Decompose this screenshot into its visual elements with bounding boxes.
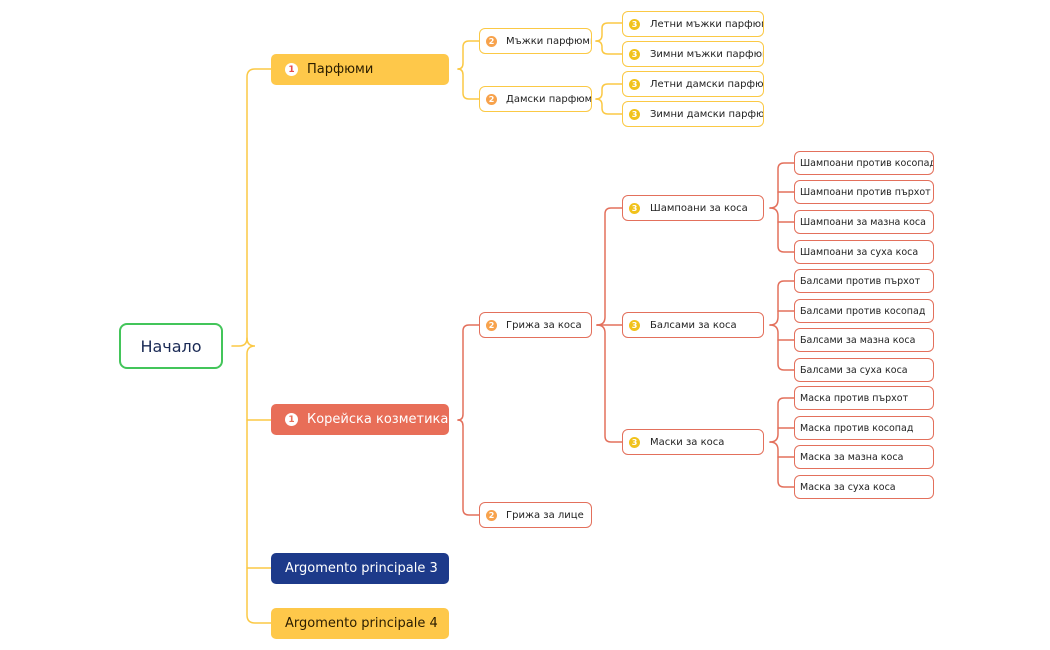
leaf-label: Балсами против пърхот (800, 275, 921, 287)
leaf-balm[interactable]: Балсами против косопад (794, 299, 934, 323)
topic-argomento-3[interactable]: Argomento principale 3 (271, 553, 449, 584)
leaf-mask[interactable]: Маска против косопад (794, 416, 934, 440)
subtopic-label: Балсами за коса (650, 319, 737, 331)
topic-perfumes[interactable]: 1 Парфюми (271, 54, 449, 85)
subtopic-men-perfumes[interactable]: 2 Мъжки парфюми (479, 28, 592, 54)
leaf-label: Шампоани против косопад (800, 157, 934, 169)
leaf-label: Маска за суха коса (800, 481, 896, 493)
item-winter-men-perfumes[interactable]: 3 Зимни мъжки парфюми (622, 41, 764, 67)
leaf-label: Маска за мазна коса (800, 451, 904, 463)
leaf-mask[interactable]: Маска против пърхот (794, 386, 934, 410)
subtopic-label: Грижа за лице (506, 509, 584, 521)
leaf-label: Балсами против косопад (800, 305, 926, 317)
item-summer-women-perfumes[interactable]: 3 Летни дамски парфюми (622, 71, 764, 97)
root-node[interactable]: Начало (119, 323, 223, 369)
priority-3-icon: 3 (629, 48, 640, 60)
root-label: Начало (140, 336, 202, 356)
topic-korean-cosmetics[interactable]: 1 Корейска козметика (271, 404, 449, 435)
subtopic-women-perfumes[interactable]: 2 Дамски парфюми (479, 86, 592, 112)
subtopic-label: Грижа за коса (506, 319, 582, 331)
leaf-shampoo[interactable]: Шампоани за мазна коса (794, 210, 934, 234)
priority-1-icon: 1 (285, 413, 298, 426)
subtopic-hair-care[interactable]: 2 Грижа за коса (479, 312, 592, 338)
subtopic-balms[interactable]: 3 Балсами за коса (622, 312, 764, 338)
item-label: Летни мъжки парфюми (650, 18, 764, 30)
priority-3-icon: 3 (629, 202, 640, 214)
leaf-balm[interactable]: Балсами против пърхот (794, 269, 934, 293)
leaf-balm[interactable]: Балсами за мазна коса (794, 328, 934, 352)
perfumes-bracket (457, 22, 623, 115)
subtopic-face-care[interactable]: 2 Грижа за лице (479, 502, 592, 528)
topic-argomento-4[interactable]: Argomento principale 4 (271, 608, 449, 639)
topic-label: Argomento principale 4 (285, 616, 438, 631)
leaf-label: Балсами за мазна коса (800, 334, 916, 346)
subtopic-label: Маски за коса (650, 436, 725, 448)
subtopic-masks[interactable]: 3 Маски за коса (622, 429, 764, 455)
priority-3-icon: 3 (629, 108, 640, 120)
priority-2-icon: 2 (486, 93, 497, 105)
topic-label: Argomento principale 3 (285, 561, 438, 576)
topic-label: Парфюми (307, 62, 374, 77)
item-label: Летни дамски парфюми (650, 78, 764, 90)
leaf-label: Балсами за суха коса (800, 364, 908, 376)
subtopic-label: Мъжки парфюми (506, 35, 592, 47)
leaf-label: Шампоани за суха коса (800, 246, 919, 258)
leaf-mask[interactable]: Маска за суха коса (794, 475, 934, 499)
leaf-shampoo[interactable]: Шампоани против косопад (794, 151, 934, 175)
priority-3-icon: 3 (629, 78, 640, 90)
priority-3-icon: 3 (629, 18, 640, 30)
korean-bracket (457, 162, 795, 516)
leaf-label: Маска против косопад (800, 422, 914, 434)
leaf-shampoo[interactable]: Шампоани против пърхот (794, 180, 934, 204)
priority-3-icon: 3 (629, 436, 640, 448)
item-label: Зимни мъжки парфюми (650, 48, 764, 60)
priority-2-icon: 2 (486, 319, 497, 331)
item-label: Зимни дамски парфюми (650, 108, 764, 120)
priority-2-icon: 2 (486, 509, 497, 521)
priority-1-icon: 1 (285, 63, 298, 76)
leaf-label: Шампоани против пърхот (800, 186, 931, 198)
leaf-balm[interactable]: Балсами за суха коса (794, 358, 934, 382)
leaf-shampoo[interactable]: Шампоани за суха коса (794, 240, 934, 264)
leaf-label: Маска против пърхот (800, 392, 909, 404)
subtopic-label: Дамски парфюми (506, 93, 592, 105)
leaf-mask[interactable]: Маска за мазна коса (794, 445, 934, 469)
priority-2-icon: 2 (486, 35, 497, 47)
item-summer-men-perfumes[interactable]: 3 Летни мъжки парфюми (622, 11, 764, 37)
item-winter-women-perfumes[interactable]: 3 Зимни дамски парфюми (622, 101, 764, 127)
topic-label: Корейска козметика (307, 412, 449, 427)
priority-3-icon: 3 (629, 319, 640, 331)
leaf-label: Шампоани за мазна коса (800, 216, 926, 228)
subtopic-shampoos[interactable]: 3 Шампоани за коса (622, 195, 764, 221)
root-bracket (231, 68, 272, 624)
subtopic-label: Шампоани за коса (650, 202, 748, 214)
